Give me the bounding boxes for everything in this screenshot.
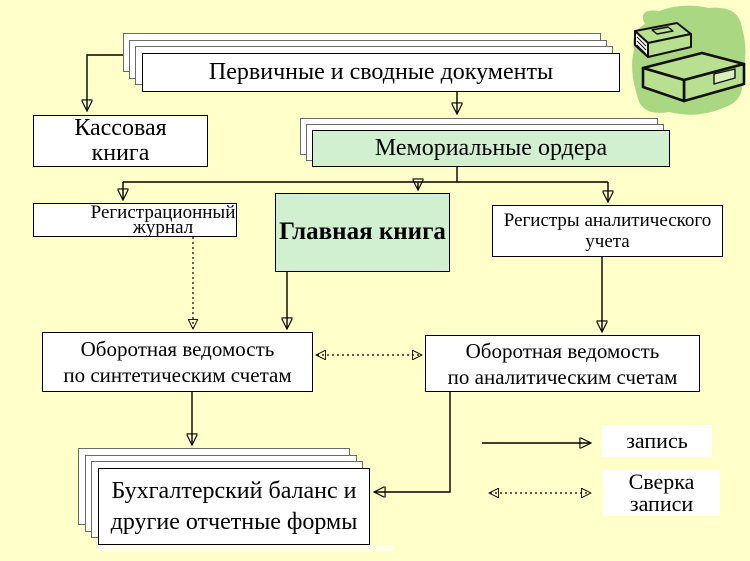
node-balance-report-box: Бухгалтерский баланс и другие отчетные ф…: [98, 468, 370, 545]
node-balance-report-line2: другие отчетные формы: [110, 508, 358, 535]
node-synthetic-statement-line2: по синтетическим счетам: [63, 363, 292, 387]
node-general-ledger: Главная книга: [275, 193, 450, 272]
node-synthetic-statement: Оборотная ведомость по синтетическим сче…: [42, 332, 313, 392]
node-cash-book-line2: книга: [91, 140, 150, 166]
node-primary-documents-box: Первичные и сводные документы: [142, 53, 620, 92]
node-cash-book: Кассовая книга: [33, 115, 208, 167]
legend-reconciliation-label: Сверка записи: [603, 470, 720, 516]
legend-reconciliation-line2: записи: [629, 491, 694, 516]
node-cash-book-line1: Кассовая: [74, 115, 167, 141]
node-memorial-orders: Мемориальные ордера: [300, 118, 672, 169]
node-general-ledger-label: Главная книга: [279, 218, 446, 246]
legend-reconciliation-line1: Сверка: [628, 469, 695, 494]
arrow-primary-to-cashbook: [87, 54, 123, 110]
node-analytical-registers-line1: Регистры аналитического: [503, 210, 712, 231]
slide-footer-placeholder: [96, 545, 394, 552]
node-primary-documents-label: Первичные и сводные документы: [208, 58, 554, 85]
node-synthetic-statement-line1: Оборотная ведомость: [80, 337, 275, 361]
node-balance-report: Бухгалтерский баланс и другие отчетные ф…: [78, 448, 372, 546]
node-analytical-statement-line2: по аналитическим счетам: [447, 364, 678, 389]
books-icon-svg: [632, 5, 746, 115]
node-analytical-registers: Регистры аналитического учета: [492, 205, 723, 257]
node-analytical-statement: Оборотная ведомость по аналитическим сче…: [425, 335, 700, 392]
node-memorial-orders-label: Мемориальные ордера: [374, 134, 608, 161]
node-registration-journal-line1: Регистрационный: [90, 202, 236, 223]
node-balance-report-line1: Бухгалтерский баланс и: [111, 477, 357, 504]
node-analytical-registers-line2: учета: [585, 231, 630, 252]
node-registration-journal: Регистрационный журнал: [33, 203, 237, 237]
node-primary-documents: Первичные и сводные документы: [123, 33, 621, 93]
legend-record-text: запись: [626, 428, 688, 454]
books-icon: [613, 0, 750, 125]
arrow-analytical-statement-to-balance: [375, 392, 451, 492]
legend-record-label: запись: [602, 425, 712, 457]
node-analytical-statement-line1: Оборотная ведомость: [465, 338, 660, 363]
node-registration-journal-line2: журнал: [132, 217, 194, 238]
node-memorial-orders-box: Мемориальные ордера: [312, 130, 670, 167]
